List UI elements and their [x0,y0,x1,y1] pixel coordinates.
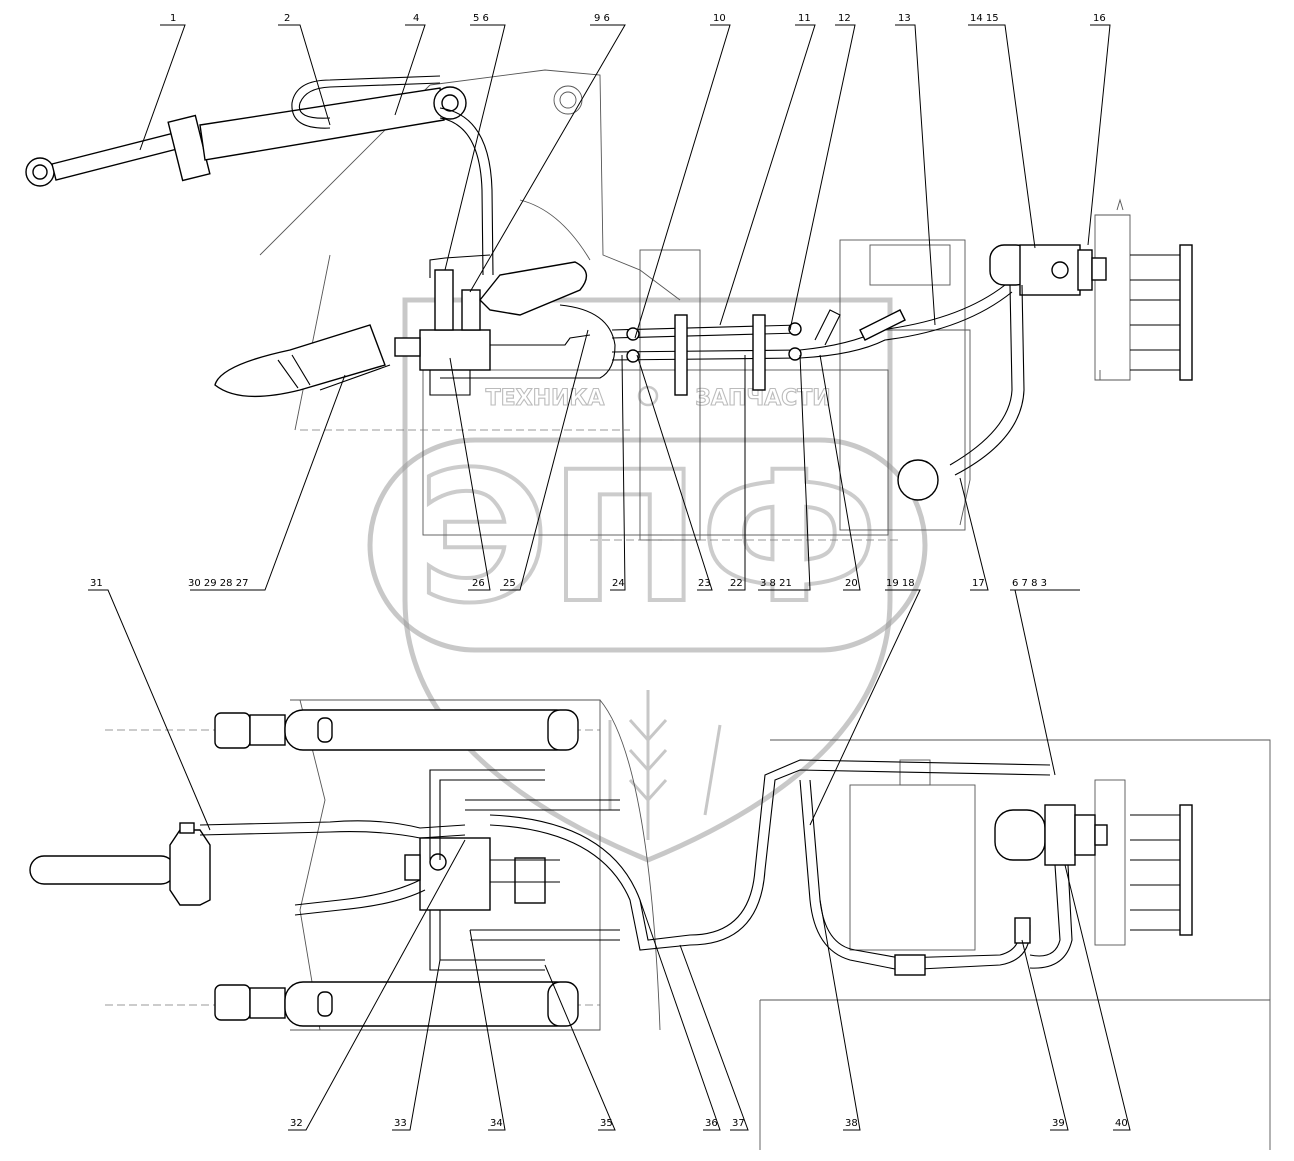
callout-24: 24 [612,578,625,589]
watermark-big-letters: ЭПФ [417,434,878,643]
flange-right-bottom [1130,804,1193,936]
watermark-gear-icon [637,385,659,407]
valve-block-bottom [404,837,560,911]
callout-22: 22 [730,578,743,589]
callout-14-15: 14 15 [970,13,999,24]
callout-13: 13 [898,13,911,24]
callout-5-6: 5 6 [473,13,489,24]
callout-labels-top: 1 2 4 5 6 9 6 10 11 12 13 14 15 16 30 29… [170,13,1106,589]
callout-12: 12 [838,13,851,24]
callout-32: 32 [290,1118,303,1129]
callout-33: 33 [394,1118,407,1129]
callout-6-7-8-3: 6 7 8 3 [1012,578,1047,589]
pump-top [989,244,1107,296]
callout-40: 40 [1115,1118,1128,1129]
callout-16: 16 [1093,13,1106,24]
watermark: ЭПФ ТЕХНИКА ЗАПЧАСТИ [367,297,928,863]
callout-37: 37 [732,1118,745,1129]
callout-9-6: 9 6 [594,13,610,24]
bottom-parts [29,709,1193,1027]
valve-block-top [394,254,616,396]
top-parts [25,75,1193,501]
callout-17: 17 [972,578,985,589]
callout-34: 34 [490,1118,503,1129]
callout-35: 35 [600,1118,613,1129]
callout-26: 26 [472,578,485,589]
hydraulic-cylinder-top [25,86,467,187]
callout-2: 2 [284,13,290,24]
pipe-17 [949,284,1013,466]
callout-labels-bottom: 31 32 33 34 35 36 37 38 39 40 [90,578,1128,1129]
watermark-text-left: ТЕХНИКА [486,386,605,411]
callout-19-18: 19 18 [886,578,915,589]
watermark-badge [367,437,928,653]
hose-2 [298,82,441,119]
cylinder-upper-bottom [214,709,579,751]
callout-1: 1 [170,13,176,24]
steering-cylinder-bottom [29,820,466,906]
callout-10: 10 [713,13,726,24]
pipe-38 [799,779,1031,971]
cylinder-lower-bottom [214,981,579,1027]
reservoir-top [479,261,588,316]
callout-11: 11 [798,13,811,24]
pipe-4 [439,107,494,276]
callout-23: 23 [698,578,711,589]
callout-30-27: 30 29 28 27 [188,578,248,589]
callout-20: 20 [845,578,858,589]
pipes-11 [611,314,802,396]
leader-lines [88,24,1131,1131]
bottom-background-frame [105,699,1271,1150]
flange-right-top [1130,244,1193,381]
callout-25: 25 [503,578,516,589]
pipe-36 [489,769,1051,951]
callout-36: 36 [705,1118,718,1129]
pump-bottom [994,804,1108,969]
watermark-shield [402,297,893,863]
callout-3-8-21: 3 8 21 [760,578,792,589]
accumulator-top [214,324,391,398]
callout-38: 38 [845,1118,858,1129]
callout-4: 4 [413,13,419,24]
callout-39: 39 [1052,1118,1065,1129]
callout-31: 31 [90,578,103,589]
watermark-wheat-icon [608,690,722,840]
